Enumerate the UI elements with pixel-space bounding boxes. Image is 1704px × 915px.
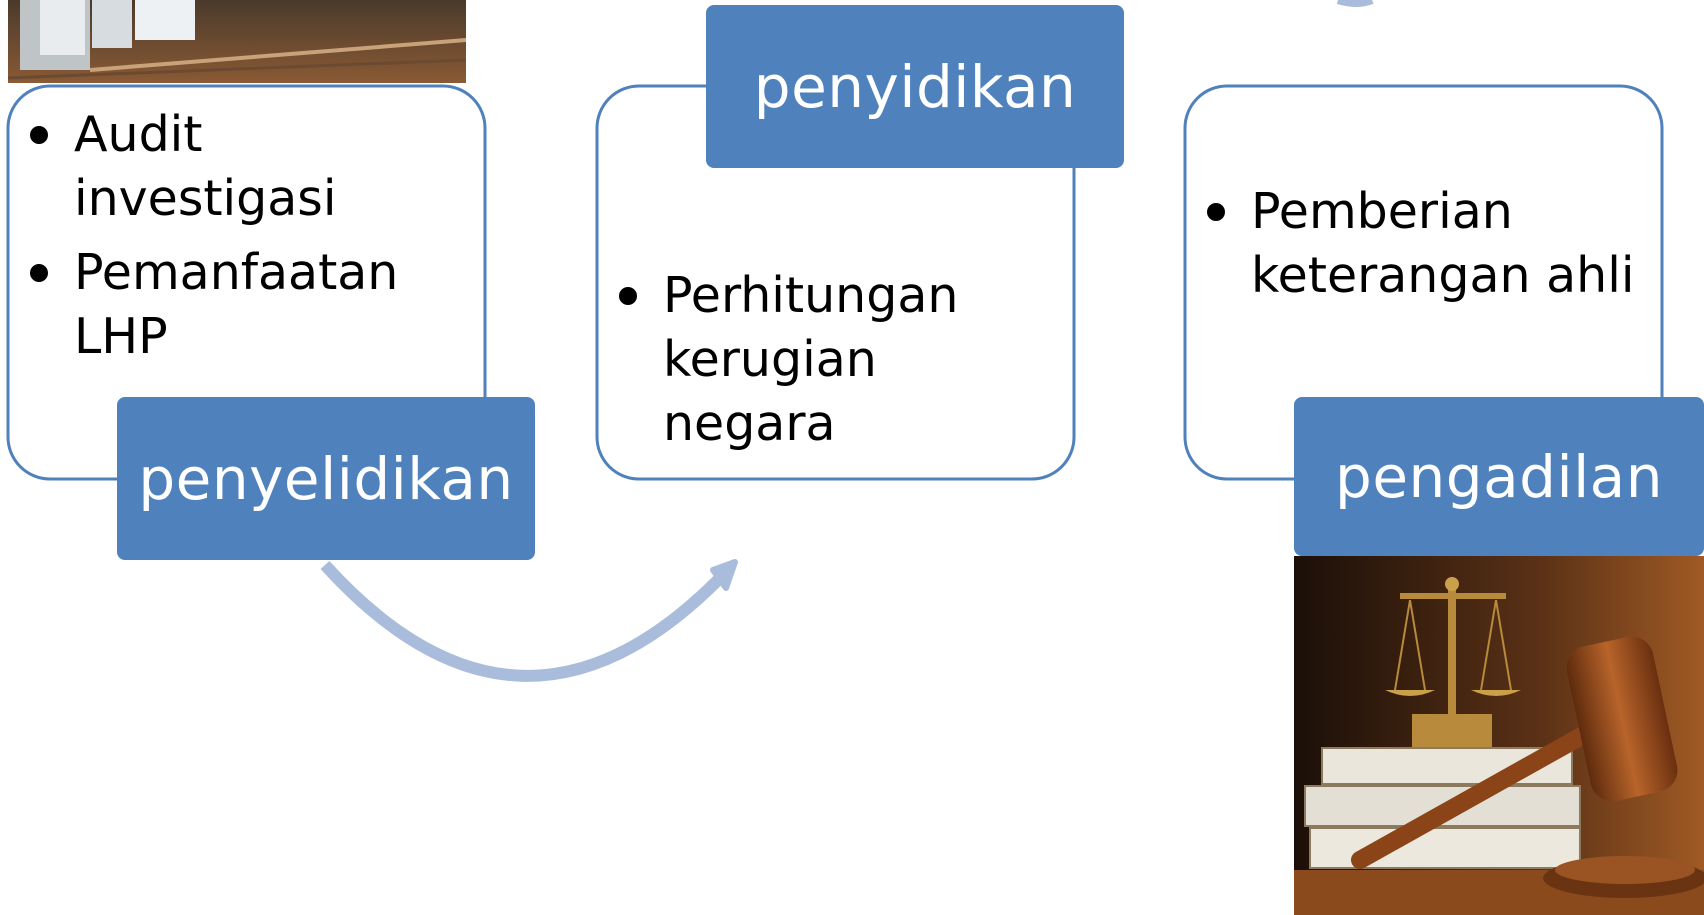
bullet-icon: [1207, 203, 1225, 221]
office-folders-photo: [7, 0, 467, 83]
list-item: Pemanfaatan LHP: [26, 241, 466, 369]
step-label-penyidikan: penyidikan: [706, 5, 1124, 168]
arrow-head-1: [710, 559, 738, 591]
list-item: Audit investigasi: [26, 103, 466, 231]
bullet-icon: [30, 264, 48, 282]
bullet-list-penyelidikan: Audit investigasi Pemanfaatan LHP: [26, 103, 466, 379]
bullet-text: Perhitungan kerugian negara: [663, 267, 959, 452]
list-item: Pemberian keterangan ahli: [1203, 180, 1653, 308]
bullet-icon: [30, 126, 48, 144]
bullet-text: Audit investigasi: [74, 106, 337, 227]
bullet-list-pengadilan: Pemberian keterangan ahli: [1203, 180, 1653, 318]
connector-arrow-2: [1336, 0, 1374, 7]
bullet-list-penyidikan: Perhitungan kerugian negara: [615, 264, 1065, 466]
bullet-text: Pemanfaatan LHP: [74, 244, 399, 365]
bullet-icon: [619, 287, 637, 305]
list-item: Perhitungan kerugian negara: [615, 264, 1065, 456]
step-label-pengadilan: pengadilan: [1294, 397, 1704, 556]
step-label-penyelidikan: penyelidikan: [117, 397, 535, 560]
connector-arrow-1: [320, 560, 725, 682]
bullet-text: Pemberian keterangan ahli: [1251, 183, 1635, 304]
gavel-and-scales-photo: [1294, 556, 1704, 915]
